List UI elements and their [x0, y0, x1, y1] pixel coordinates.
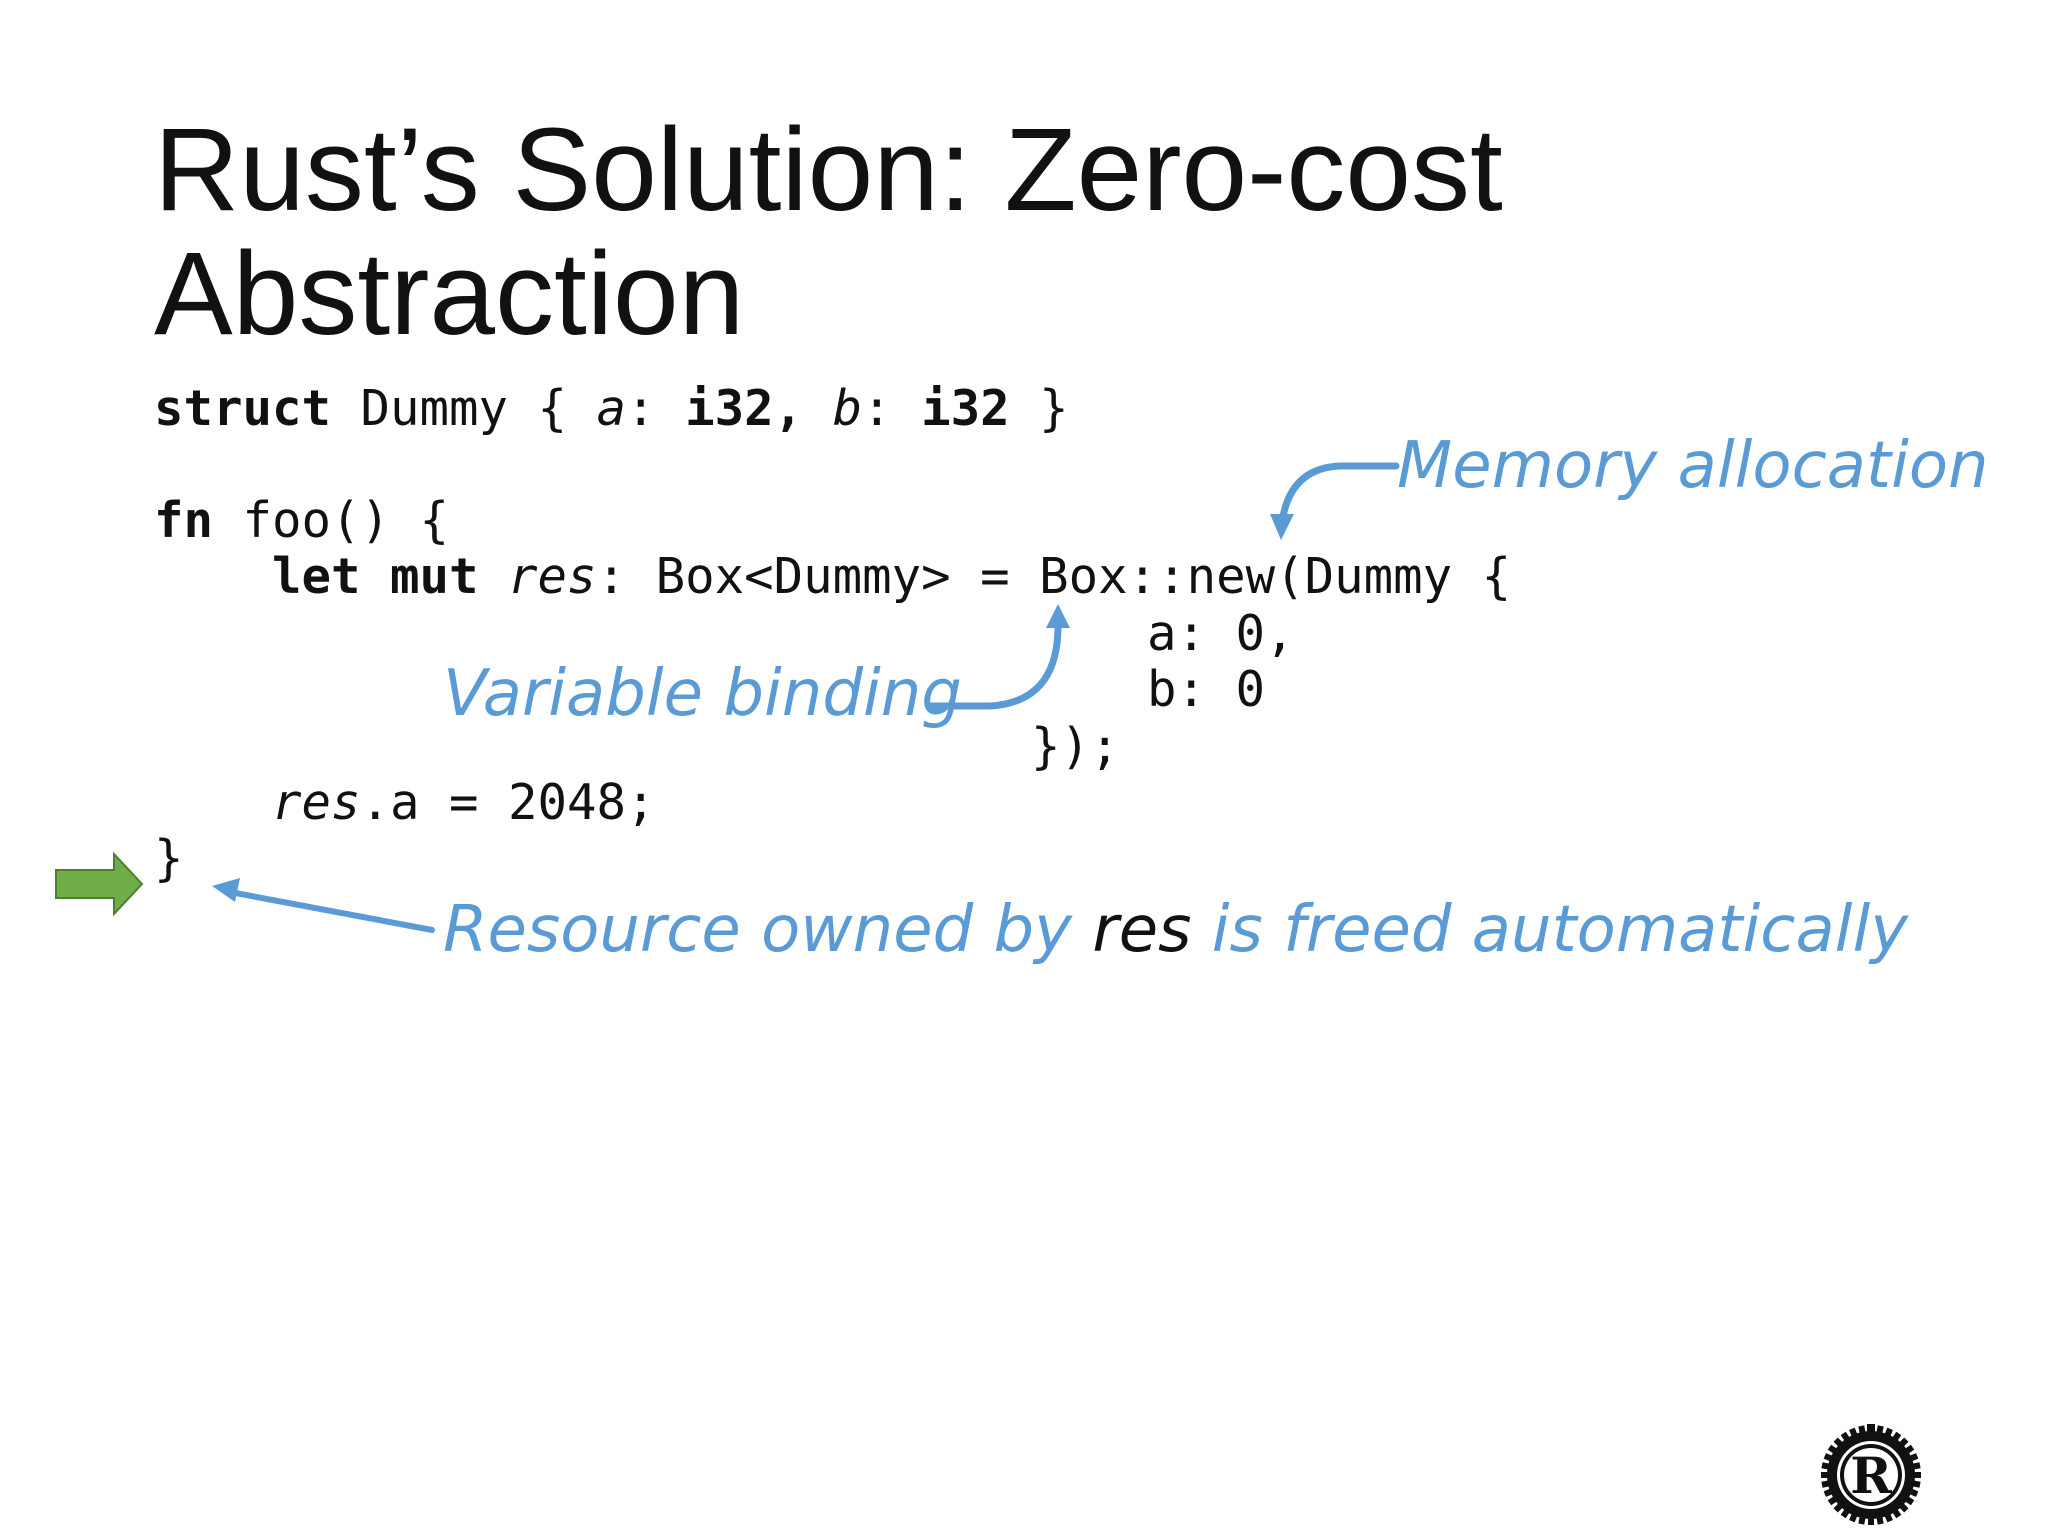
logo-gear-tooth [1858, 1513, 1867, 1525]
logo-gear-tooth [1909, 1462, 1921, 1471]
logo-gear-tooth [1911, 1472, 1921, 1478]
title-line-1: Rust’s Solution: Zero-cost [154, 104, 1503, 236]
annotation-memory-allocation: Memory allocation [1397, 429, 1989, 503]
logo-gear-tooth [1883, 1427, 1893, 1440]
struct-close: } [1009, 380, 1069, 437]
logo-gear-tooth [1868, 1515, 1874, 1525]
code-line-assign: res.a = 2048; [154, 778, 656, 827]
annotation-variable-binding: Variable binding [443, 657, 962, 731]
field-a: a [596, 380, 627, 437]
code-line-fn: fn foo() { [154, 496, 449, 545]
logo-gear-tooth [1849, 1510, 1859, 1523]
svg-text:R: R [1850, 1446, 1892, 1505]
title-line-2: Abstraction [154, 228, 745, 360]
field-b: b [832, 380, 863, 437]
variable-binding-arrow [926, 604, 1070, 710]
logo-gear-tooth [1821, 1479, 1833, 1488]
type-i32-a: i32, [685, 380, 833, 437]
box-declaration: : Box<Dummy> = Box::new(Dummy { [596, 548, 1512, 605]
memory-allocation-arrow [1270, 462, 1400, 540]
colon: : [862, 380, 922, 437]
keyword-struct: struct [154, 380, 332, 437]
logo-gear-tooth [1821, 1462, 1833, 1471]
assign-rest: .a = 2048; [360, 774, 656, 831]
code-line-close-new: }); [1031, 718, 1120, 775]
logo-gear-tooth [1875, 1425, 1884, 1437]
logo-gear-tooth [1906, 1487, 1919, 1497]
logo-gear-tooth [1902, 1444, 1915, 1456]
code-line-field-a: a: 0, [1147, 605, 1295, 662]
logo-gear-tooth [1897, 1501, 1909, 1513]
logo-gear-tooth [1858, 1425, 1867, 1437]
logo-gear-tooth [1827, 1444, 1840, 1456]
logo-gear-tooth [1849, 1427, 1859, 1440]
type-i32-b: i32 [921, 380, 1010, 437]
keyword-let-mut: let mut [272, 548, 479, 605]
struct-name: Dummy { [331, 380, 597, 437]
variable-res: res [508, 548, 597, 605]
logo-gear-tooth [1875, 1513, 1884, 1525]
logo-gear-tooth [1883, 1510, 1893, 1523]
right-arrow-icon [55, 851, 144, 917]
logo-gear-tooth [1833, 1501, 1845, 1513]
colon: : [626, 380, 686, 437]
logo-gear-tooth [1840, 1431, 1852, 1444]
logo-gear-tooth [1827, 1494, 1840, 1506]
logo-gear-tooth [1823, 1453, 1836, 1463]
resource-prefix: Resource owned by [443, 893, 1093, 967]
logo-gear-tooth [1821, 1472, 1831, 1478]
variable-res: res [272, 774, 361, 831]
logo-gear-tooth [1833, 1437, 1845, 1449]
logo-gear-tooth [1890, 1431, 1902, 1444]
annotation-resource-freed: Resource owned by res is freed automatic… [443, 898, 1908, 962]
code-line-struct: struct Dummy { a: i32, b: i32 } [154, 384, 1069, 433]
logo-gear-tooth [1906, 1453, 1919, 1463]
logo-gear-tooth [1890, 1506, 1902, 1519]
logo-gear-tooth [1897, 1437, 1909, 1449]
resource-freed-arrow [212, 878, 435, 933]
logo-gear-tooth [1902, 1494, 1915, 1506]
rust-logo-icon: R [1821, 1424, 1921, 1525]
logo-gear-tooth [1840, 1506, 1852, 1519]
logo-gear-tooth [1909, 1479, 1921, 1488]
keyword-fn: fn [154, 492, 214, 549]
logo-gear-tooth [1868, 1425, 1874, 1435]
resource-suffix: is freed automatically [1191, 893, 1909, 967]
fn-signature: foo() { [213, 492, 450, 549]
logo-gear-tooth [1823, 1487, 1836, 1497]
slide-title: Rust’s Solution: Zero-cost Abstraction [154, 108, 1854, 356]
code-line-let: let mut res: Box<Dummy> = Box::new(Dummy… [154, 552, 1511, 601]
resource-var: res [1092, 893, 1192, 967]
code-line-close-fn: } [154, 830, 184, 887]
code-line-field-b: b: 0 [1147, 661, 1266, 718]
